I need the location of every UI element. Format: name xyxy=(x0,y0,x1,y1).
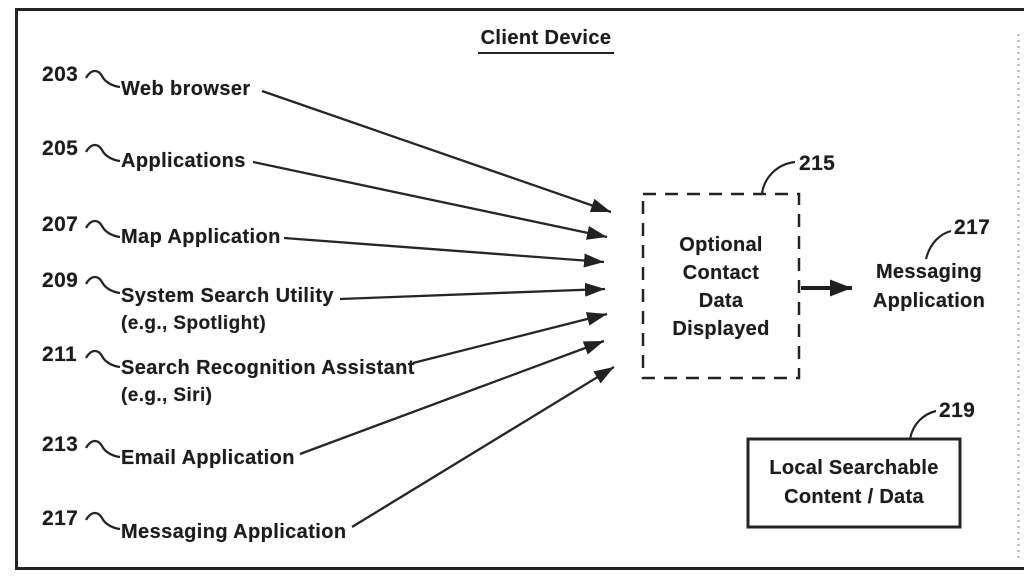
storage-line-2: Content / Data xyxy=(784,486,924,508)
tilde-leader xyxy=(84,219,121,239)
tilde-leader xyxy=(84,511,121,531)
tilde-leader xyxy=(84,275,121,295)
tilde-leader xyxy=(84,143,121,163)
optional-contact-data-text: Optional Contact Data Displayed xyxy=(646,231,796,343)
source-arrows xyxy=(252,89,615,528)
label-map-application: Map Application xyxy=(121,226,281,248)
ref-211: 211 xyxy=(42,343,78,366)
label-search-recognition-assistant: Search Recognition Assistant (e.g., Siri… xyxy=(121,354,415,410)
arrow-map-application xyxy=(283,236,605,268)
tilde-leader xyxy=(84,69,121,89)
figure-frame xyxy=(15,8,1024,570)
label-messaging-application-source: Messaging Application xyxy=(121,521,347,543)
label-email-application: Email Application xyxy=(121,447,295,469)
center-box-line-4: Displayed xyxy=(672,318,770,340)
ref-203: 203 xyxy=(42,63,79,86)
arrow-messaging-application xyxy=(351,366,615,528)
center-box-line-3: Data xyxy=(698,290,744,312)
label-system-search-utility-main: System Search Utility xyxy=(121,285,334,307)
label-system-search-utility: System Search Utility (e.g., Spotlight) xyxy=(121,282,334,338)
tilde-leader xyxy=(84,349,121,369)
ref-205: 205 xyxy=(42,137,79,160)
center-box-line-1: Optional xyxy=(679,234,763,256)
arrow-system-search-utility xyxy=(339,282,606,301)
tilde-leader xyxy=(84,439,121,459)
ref-213: 213 xyxy=(42,433,79,456)
arrow-web-browser xyxy=(261,89,612,214)
leader-217-output xyxy=(924,229,952,260)
arrow-search-recognition-assistant xyxy=(412,312,608,365)
label-search-recognition-assistant-sub: (e.g., Siri) xyxy=(121,385,213,406)
arrow-email-application xyxy=(299,339,605,456)
ref-leaders xyxy=(760,160,952,440)
label-web-browser: Web browser xyxy=(121,78,251,100)
label-system-search-utility-sub: (e.g., Spotlight) xyxy=(121,313,267,334)
local-searchable-content-box xyxy=(746,437,962,529)
optional-contact-data-box xyxy=(641,192,801,380)
label-search-recognition-assistant-main: Search Recognition Assistant xyxy=(121,357,415,379)
label-applications: Applications xyxy=(121,150,246,172)
ref-215: 215 xyxy=(799,152,836,175)
center-box-line-2: Contact xyxy=(682,262,760,284)
ref-219: 219 xyxy=(939,399,976,422)
ref-209: 209 xyxy=(42,269,79,292)
local-searchable-content-text: Local Searchable Content / Data xyxy=(750,454,958,512)
ref-217-source: 217 xyxy=(42,507,79,530)
arrow-applications xyxy=(252,160,608,240)
leader-219 xyxy=(908,409,937,440)
figure-title-text: Client Device xyxy=(477,27,615,54)
leader-215 xyxy=(760,160,796,194)
ref-217-output: 217 xyxy=(954,216,991,239)
storage-line-1: Local Searchable xyxy=(769,457,939,479)
output-line-1: Messaging xyxy=(875,261,983,283)
ref-207: 207 xyxy=(42,213,79,236)
figure-title: Client Device xyxy=(430,27,662,54)
output-line-2: Application xyxy=(872,290,986,312)
tilde-leaders xyxy=(84,69,121,531)
messaging-application-output: Messaging Application xyxy=(854,258,1004,316)
